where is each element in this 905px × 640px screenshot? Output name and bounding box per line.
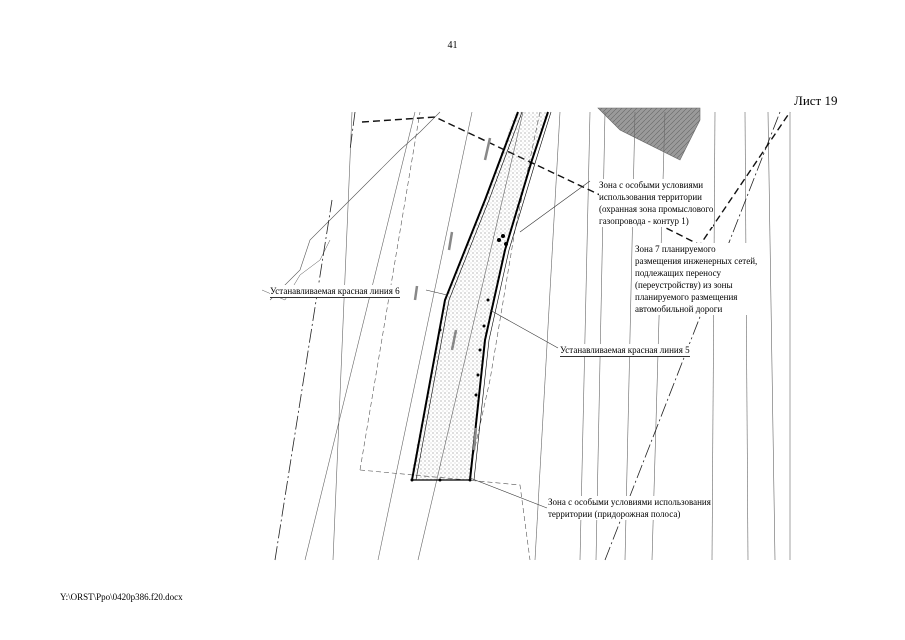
label-line: (охранная зона промыслового (599, 204, 714, 214)
red-line-5 (469, 111, 549, 481)
building-area (597, 107, 701, 161)
label-line: размещения инженерных сетей, (635, 256, 758, 266)
parcel-lines (304, 111, 791, 561)
sheet-boundary (361, 111, 791, 246)
label-line: использования территории (599, 192, 702, 202)
label-line: газопровода - контур 1) (599, 216, 689, 226)
sheet-label: Лист 19 (794, 93, 838, 108)
terrain-line (269, 111, 441, 301)
zone-7-label: Зона 7 планируемого размещения инженерны… (635, 243, 758, 315)
roadside-zone-label: Зона с особыми условиями использования т… (548, 496, 711, 520)
red-line-6-label: Устанавливаемая красная линия 6 (270, 285, 400, 298)
label-line: подлежащих переносу (635, 268, 722, 278)
label-line: планируемого размещения (635, 292, 738, 302)
red-line-6 (411, 111, 519, 481)
label-line: автомобильной дороги (635, 304, 723, 314)
gas-pipeline-zone-label: Зона с особыми условиями использования т… (599, 179, 714, 227)
label-line: (переустройству) из зоны (635, 280, 733, 290)
road-strip (410, 112, 548, 480)
label-line: территории (придорожная полоса) (548, 509, 681, 519)
file-path: Y:\ORST\Ppo\0420p386.f20.docx (60, 592, 183, 602)
page-number: 41 (447, 40, 458, 51)
label-line: Зона с особыми условиями (599, 180, 704, 190)
label-line: Зона 7 планируемого (635, 244, 716, 254)
label-line: Зона с особыми условиями использования (548, 497, 711, 507)
red-line-5-label: Устанавливаемая красная линия 5 (560, 344, 690, 357)
